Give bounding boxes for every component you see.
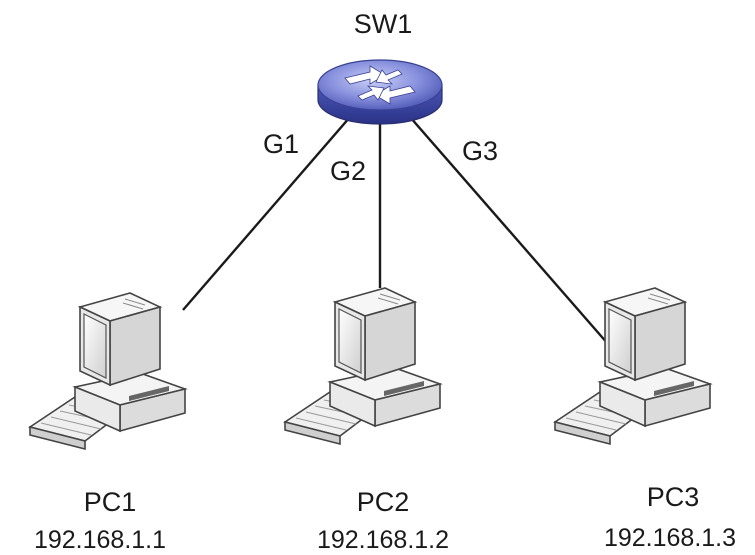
link-label-g3: G3	[462, 136, 498, 166]
link-g1	[182, 116, 351, 311]
links-layer	[182, 116, 616, 353]
pc2-name: PC2	[357, 487, 410, 517]
pc2-ip: 192.168.1.2	[317, 526, 449, 554]
switch-label: SW1	[354, 9, 413, 39]
link-label-g1: G1	[263, 129, 299, 159]
pc1-name: PC1	[84, 487, 137, 517]
pc1-icon	[29, 292, 186, 450]
pc3-ip: 192.168.1.3	[604, 524, 736, 552]
pc1-ip: 192.168.1.1	[34, 526, 166, 554]
pc2-icon	[284, 287, 441, 445]
link-label-g2: G2	[330, 156, 366, 186]
switch-icon	[317, 59, 443, 125]
pc3-name: PC3	[647, 482, 700, 512]
link-g3	[409, 116, 616, 353]
